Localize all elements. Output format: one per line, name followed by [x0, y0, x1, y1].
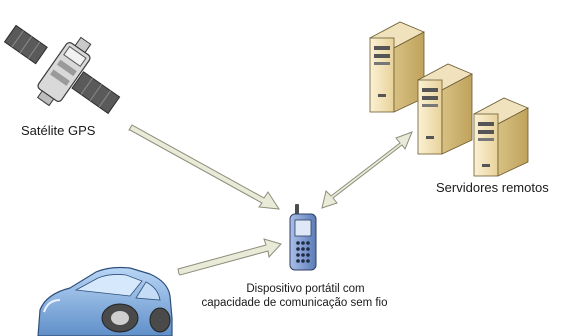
- phone-icon: [289, 204, 317, 271]
- server-icon: [369, 21, 425, 113]
- servers-label: Servidores remotos: [436, 180, 549, 195]
- arrow-device-servers-bidirectional: [321, 131, 413, 209]
- server-icon: [473, 97, 529, 177]
- satellite-label: Satélite GPS: [21, 123, 96, 138]
- server-icon: [417, 63, 473, 155]
- device-label-line1: Dispositivo portátil com: [246, 283, 365, 295]
- car-icon: [37, 266, 173, 336]
- arrow-vehicle-to-device: [177, 238, 282, 276]
- device-label: Dispositivo portátil com capacidade de c…: [0, 282, 573, 310]
- arrow-satellite-to-device: [128, 124, 280, 210]
- satellite-icon: [3, 24, 121, 115]
- device-label-line2: capacidade de comunicação sem fio: [201, 297, 388, 309]
